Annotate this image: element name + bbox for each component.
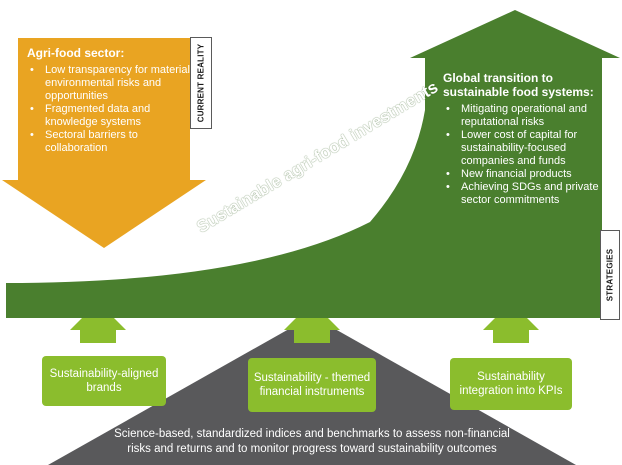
strategies-heading: Global transition to sustainable food sy… bbox=[443, 71, 594, 99]
pillar-arrow-left bbox=[70, 302, 126, 343]
current-reality-heading: Agri-food sector: bbox=[27, 46, 125, 60]
current-reality-bullet: Fragmented data and knowledge systems bbox=[27, 103, 193, 129]
strategies-side-label: STRATEGIES bbox=[600, 230, 620, 320]
pillar-box-kpis: Sustainability integration into KPIs bbox=[450, 358, 572, 410]
pillar-arrow-center bbox=[284, 302, 340, 343]
current-reality-side-label: CURRENT REALITY bbox=[190, 37, 212, 129]
pillar-box-brands: Sustainability-aligned brands bbox=[42, 356, 166, 406]
current-reality-bullet: Sectoral barriers to collaboration bbox=[27, 129, 193, 155]
investment-curve-arrow bbox=[6, 10, 620, 318]
pillar-box-financial-instruments: Sustainability - themed financial instru… bbox=[248, 358, 376, 412]
pillar-label: Sustainability - themed financial instru… bbox=[253, 372, 371, 398]
foundation-text: Science-based, standardized indices and … bbox=[114, 428, 510, 455]
strategies-bullet: Achieving SDGs and private sector commit… bbox=[443, 181, 600, 207]
current-reality-bullet: Low transparency for material environmen… bbox=[27, 64, 193, 103]
strategies-bullet: New financial products bbox=[443, 168, 600, 181]
strategies-bullet: Mitigating operational and reputational … bbox=[443, 103, 600, 129]
strategies-bullet: Lower cost of capital for sustainability… bbox=[443, 129, 600, 168]
pillar-label: Sustainability integration into KPIs bbox=[459, 371, 563, 397]
strategies-bullets: Mitigating operational and reputational … bbox=[443, 103, 600, 207]
current-reality-bullets: Low transparency for material environmen… bbox=[27, 64, 193, 155]
pillar-label: Sustainability-aligned brands bbox=[49, 368, 159, 394]
pillar-arrow-right bbox=[483, 302, 539, 343]
